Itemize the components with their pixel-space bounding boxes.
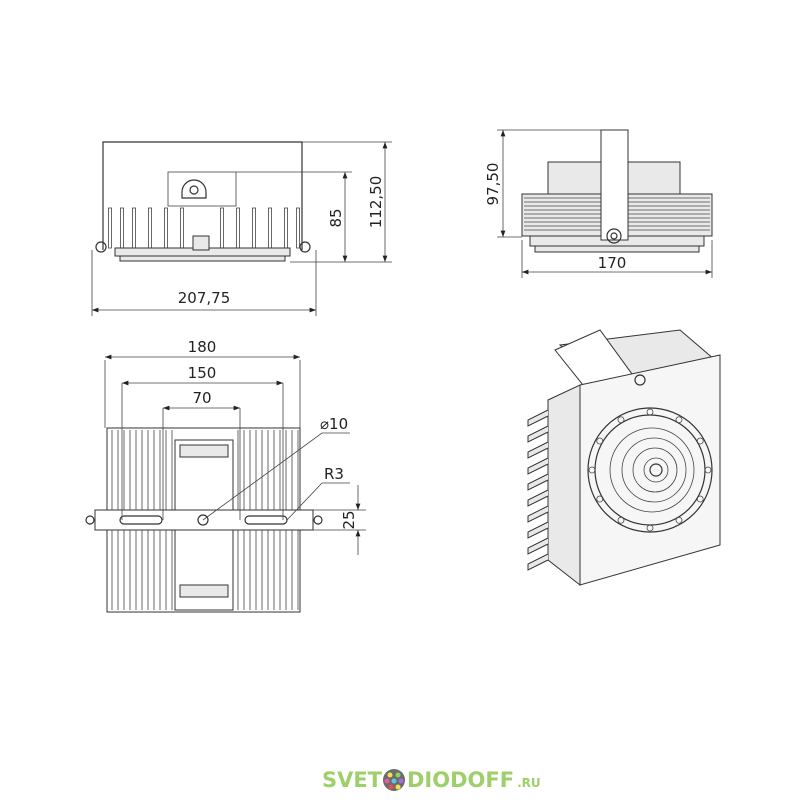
flange-bolt [588,466,596,474]
flange-bolt [596,437,604,445]
heatsink-fin [527,457,549,475]
flange-bolt [675,416,683,424]
slot-radius-dim: R3 [324,465,344,483]
heatsink-fin [527,409,549,427]
heatsink-fin [527,537,549,555]
heatsink-fin [108,207,112,249]
heatsink-fin [148,207,152,249]
heatsink-fin [220,207,224,249]
logo-suffix: .RU [517,776,541,790]
logo-text-right: DIODOFF [407,768,514,792]
flange-bolt [646,524,654,532]
side-height-dim: 97,50 [484,163,502,206]
heatsink-fin [527,489,549,507]
side-width-dim: 170 [598,254,627,272]
isometric-view [527,329,721,587]
logo-led-icon [383,769,405,791]
heatsink-fin [527,425,549,443]
heatsink-fin [120,207,124,249]
brand-logo: SVET DIODOFF .RU [322,768,541,792]
heatsink-fin [296,207,300,249]
heatsink-fin [527,505,549,523]
top-outer-width-dim: 180 [188,338,217,356]
top-view: 180 150 70 ⌀10 R3 25 [85,338,366,613]
front-width-dim: 207,75 [178,289,231,307]
flange-bolt [696,437,704,445]
flange-bolt [704,466,712,474]
top-mid-width-dim: 150 [188,364,217,382]
heatsink-fin [284,207,288,249]
front-inner-height-dim: 85 [327,208,345,227]
heatsink-fin [252,207,256,249]
flange-bolt [617,516,625,524]
front-height-dim: 112,50 [367,176,385,229]
heatsink-fin [527,473,549,491]
side-view: 97,50 170 [484,129,713,278]
flange-bolt [675,516,683,524]
heatsink-fin [180,207,184,249]
front-view: 207,75 112,50 85 [91,141,392,316]
heatsink-fin [164,207,168,249]
flange-bolt [596,495,604,503]
heatsink-fin [527,521,549,539]
flange-bolt [696,495,704,503]
top-inner-width-dim: 70 [192,389,211,407]
logo-text-left: SVET [322,768,383,792]
hole-diameter-dim: ⌀10 [320,415,348,433]
flange-bolt [617,416,625,424]
heatsink-fin [527,441,549,459]
slot-width-dim: 25 [340,510,358,529]
flange-bolt [646,408,654,416]
heatsink-fin [527,553,549,571]
heatsink-fin [268,207,272,249]
heatsink-fin [132,207,136,249]
heatsink-fin [236,207,240,249]
